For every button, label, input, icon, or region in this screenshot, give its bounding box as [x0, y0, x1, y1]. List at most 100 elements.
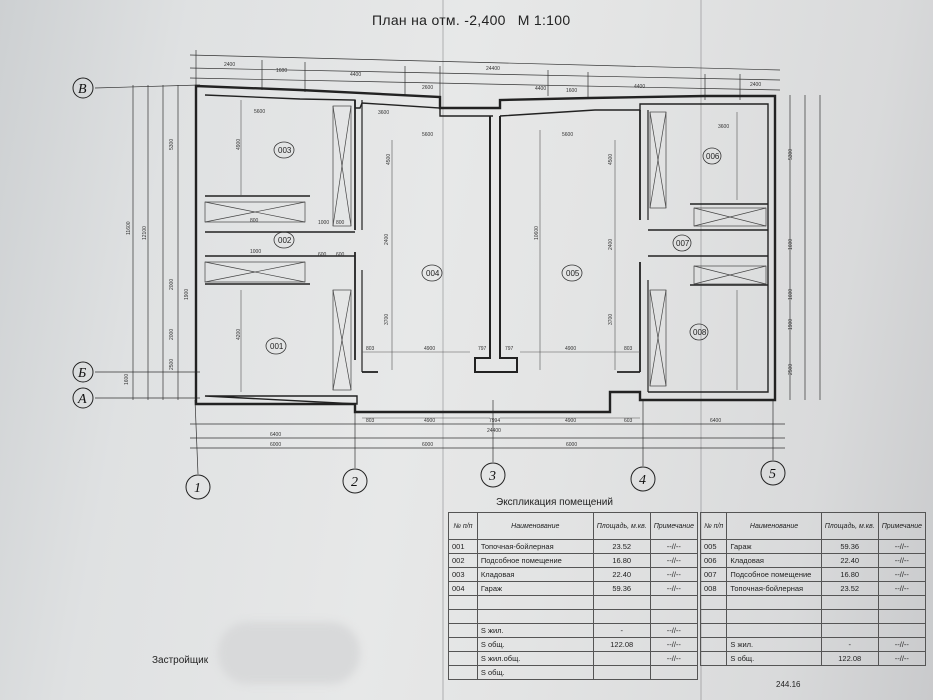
cell-name: S жил.общ.: [476, 651, 594, 666]
cell-name: S общ.: [476, 637, 594, 652]
cell-area: 59.36: [820, 539, 879, 554]
dim-label-vertical: 2000: [169, 279, 175, 290]
dim-label-mid: 803: [366, 418, 375, 424]
dim-label-mid: 603: [624, 418, 633, 424]
dim-label-bottom: 24400: [487, 428, 501, 434]
cell-name: Подсобное помещение: [726, 567, 822, 582]
cell-area: 22.40: [820, 553, 879, 568]
axis-col-label: 1: [194, 481, 201, 496]
dim-label-inner: 5600: [422, 132, 433, 138]
cell-area: -: [592, 623, 651, 638]
room-number-001: 001: [270, 342, 284, 351]
dim-label-inner: 1000: [318, 220, 329, 226]
dim-label-vertical: 12100: [142, 226, 148, 240]
cell-name: S общ.: [726, 651, 822, 666]
cell-num: [448, 651, 478, 666]
dim-label-vertical: 1600: [788, 289, 794, 300]
dim-label-top: 2400: [224, 62, 235, 68]
cell-name: S общ.: [476, 665, 594, 680]
cell-num: 004: [448, 581, 478, 596]
dim-label-mid: 4900: [424, 418, 435, 424]
room-number-007: 007: [676, 239, 690, 248]
cell-num: [448, 623, 478, 638]
cell-name: Кладовая: [726, 553, 822, 568]
col-header-num: № п/п: [448, 512, 478, 540]
room-number-006: 006: [706, 152, 720, 161]
dim-label-inner: 600: [336, 252, 345, 258]
dim-label-mid: 4900: [424, 346, 435, 352]
room-number-003: 003: [278, 146, 292, 155]
dim-label-bottom: 6000: [422, 442, 433, 448]
cell-area: 23.52: [592, 539, 651, 554]
axis-row-label: А: [77, 392, 87, 407]
col-header-area: Площадь, м.кв.: [820, 512, 879, 540]
cell-num: [448, 609, 478, 624]
col-header-name: Наименование: [726, 512, 822, 540]
cell-note: --//--: [649, 553, 699, 568]
cell-note: --//--: [877, 567, 927, 582]
cell-num: [448, 665, 478, 680]
room-dimension-lines: [240, 100, 738, 419]
cell-note: [877, 609, 927, 624]
cell-area: 16.80: [592, 553, 651, 568]
dim-label-vertical: 2500: [788, 364, 794, 375]
table-row-empty: [699, 609, 927, 624]
cell-note: [877, 623, 927, 638]
cell-area: 122.08: [820, 651, 879, 666]
dim-label-bottom: 6000: [270, 442, 281, 448]
dim-label-vertical: 4200: [236, 329, 242, 340]
cell-name: Топочная-бойлерная: [476, 539, 594, 554]
dim-label-mid: 4900: [565, 418, 576, 424]
dim-label-inner: 3600: [378, 110, 389, 116]
axis-col-label: 2: [351, 475, 358, 490]
cell-name: [476, 595, 594, 610]
dim-label-mid: 803: [366, 346, 375, 352]
dim-label-vertical: 3700: [384, 314, 390, 325]
dimension-lines: [94, 50, 821, 475]
cell-note: --//--: [877, 539, 927, 554]
paper-fold-line: [700, 0, 702, 700]
cell-area: [820, 623, 879, 638]
cell-num: [699, 637, 728, 652]
cell-area: 23.52: [820, 581, 879, 596]
dim-label-vertical: 4500: [608, 154, 614, 165]
dim-label-inner: 5600: [562, 132, 573, 138]
cell-note: --//--: [649, 623, 699, 638]
cell-area: 122.08: [592, 637, 651, 652]
table-header-row: № п/п Наименование Площадь, м.кв. Примеч…: [448, 512, 699, 540]
cell-name: [726, 623, 822, 638]
dim-label-vertical: 1600: [124, 374, 130, 385]
cell-num: 008: [699, 581, 728, 596]
dim-label-vertical: 2400: [608, 239, 614, 250]
col-header-area: Площадь, м.кв.: [592, 512, 651, 540]
cell-name: S жил.: [476, 623, 594, 638]
cell-area: -: [820, 637, 879, 652]
dim-label-bottom: 6000: [566, 442, 577, 448]
cell-note: [649, 609, 699, 624]
dim-label-vertical: 3700: [608, 314, 614, 325]
paper-fold-line: [442, 0, 444, 700]
explication-title: Экспликация помещений: [496, 497, 613, 508]
dim-label-vertical: 1600: [788, 239, 794, 250]
cell-note: [649, 665, 699, 680]
axis-col-label: 4: [639, 473, 646, 488]
explication-table-left: № п/п Наименование Площадь, м.кв. Примеч…: [448, 512, 699, 680]
cell-note: --//--: [877, 553, 927, 568]
dim-label-vertical: 2400: [384, 234, 390, 245]
cell-num: [448, 637, 478, 652]
explication-table-right: № п/п Наименование Площадь, м.кв. Примеч…: [699, 512, 927, 666]
table-header-row: № п/п Наименование Площадь, м.кв. Примеч…: [699, 512, 927, 540]
cell-note: --//--: [649, 637, 699, 652]
dim-label-mid: 4900: [565, 346, 576, 352]
cell-note: --//--: [877, 651, 927, 666]
axis-col-label: 3: [488, 469, 496, 484]
cell-note: [877, 595, 927, 610]
